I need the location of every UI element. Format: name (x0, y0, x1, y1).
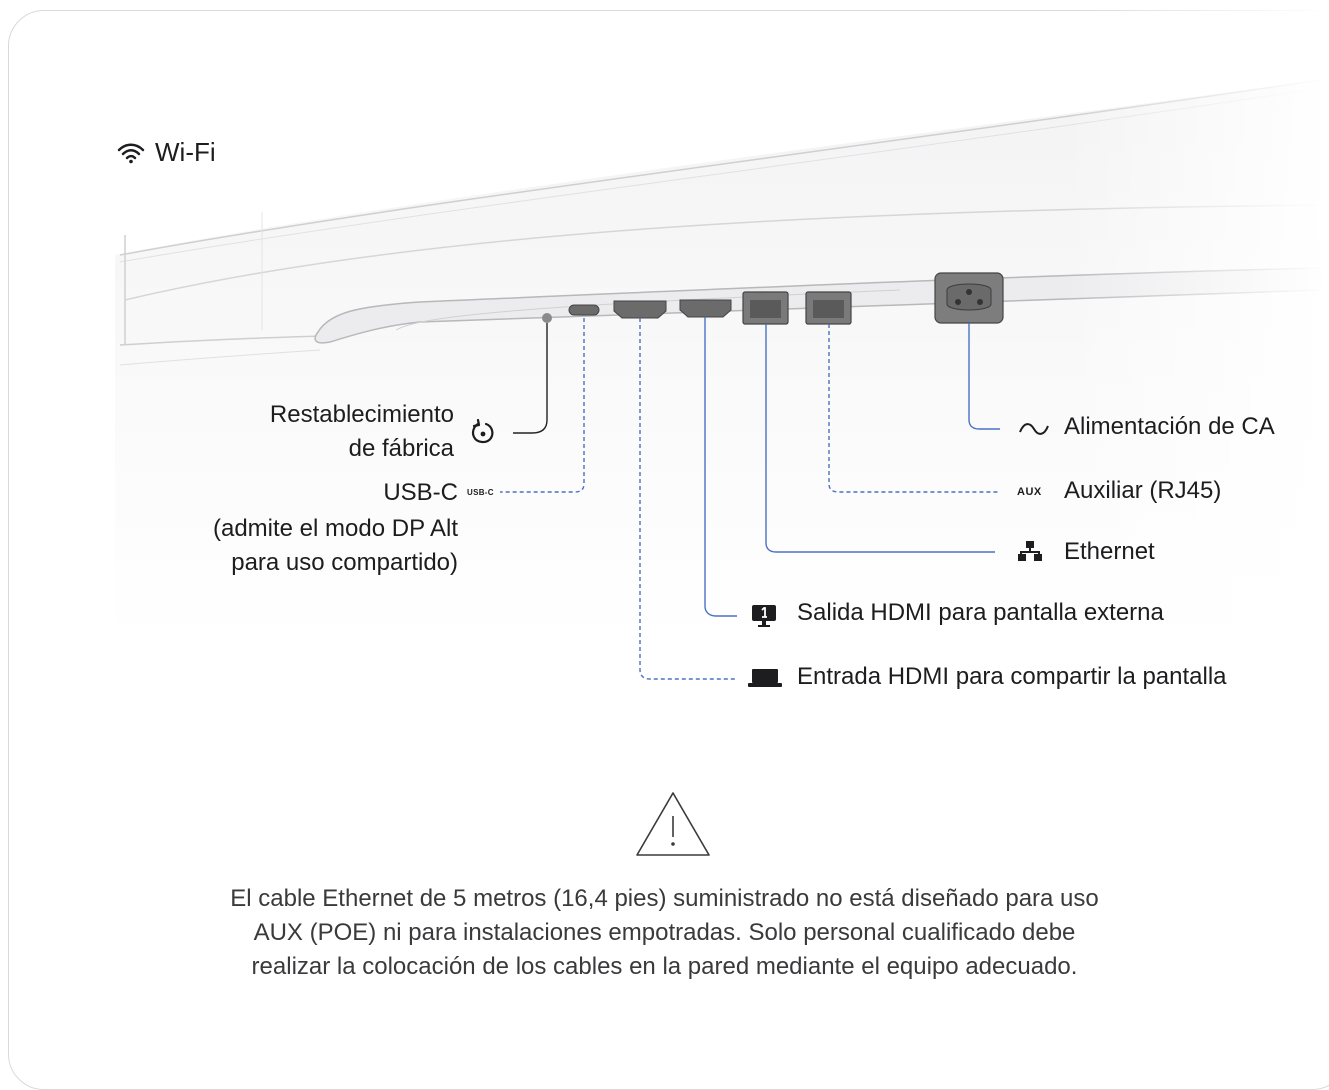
reset-callout-line (513, 323, 548, 434)
warning-triangle-icon (636, 792, 710, 856)
hdmi-in-label: Entrada HDMI para compartir la pantalla (797, 663, 1227, 690)
wifi-label: Wi-Fi (155, 137, 216, 167)
ac-wave-icon (1019, 423, 1049, 435)
warning-text: El cable Ethernet de 5 metros (16,4 pies… (0, 882, 1329, 984)
usb-c-icon: USB-C (467, 488, 494, 497)
laptop-icon (748, 669, 782, 687)
reset-label-line1: Restablecimiento (269, 401, 454, 428)
right-fade (0, 0, 1329, 700)
ethernet-label: Ethernet (1064, 538, 1155, 565)
reset-icon (471, 419, 494, 444)
ac-callout-line (968, 323, 1000, 430)
ac-label: Alimentación de CA (1064, 413, 1275, 440)
hdmi-in-callout-line (639, 318, 737, 680)
network-icon (1018, 541, 1042, 561)
wifi-label-group: Wi-Fi (117, 137, 216, 168)
warning-line-1: El cable Ethernet de 5 metros (16,4 pies… (230, 885, 1099, 912)
hdmi-out-callout-line (704, 317, 737, 617)
usbc-label-line1: USB-C (383, 479, 458, 506)
ethernet-callout-line (765, 324, 995, 553)
hdmi-out-label: Salida HDMI para pantalla externa (797, 599, 1164, 626)
usbc-label-line3: para uso compartido) (231, 549, 458, 576)
aux-icon: AUX (1017, 486, 1042, 498)
reset-label-line2: de fábrica (348, 435, 454, 462)
usbc-label-line2: (admite el modo DP Alt (212, 515, 458, 542)
warning-line-3: realizar la colocación de los cables en … (251, 953, 1078, 980)
warning-line-2: AUX (POE) ni para instalaciones empotrad… (253, 919, 1076, 946)
aux-label: Auxiliar (RJ45) (1064, 477, 1222, 504)
wifi-icon (117, 143, 145, 163)
monitor-1-icon (752, 605, 776, 627)
